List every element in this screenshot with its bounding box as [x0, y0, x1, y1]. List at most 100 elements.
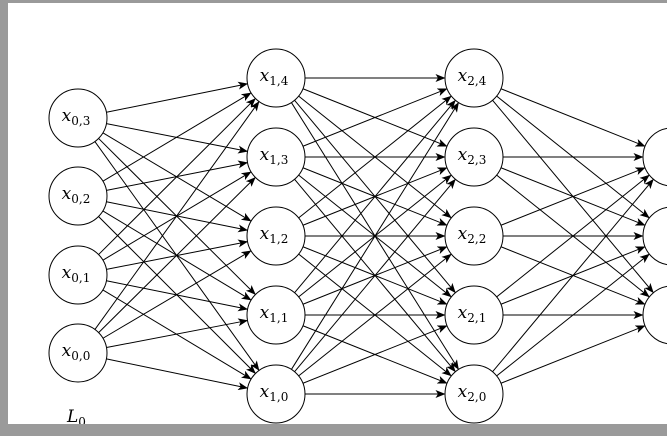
node-label-subscript: 2,4: [467, 74, 486, 88]
node-circle: [444, 364, 504, 424]
node-label: x0,2: [62, 184, 91, 206]
node-label-subscript: 0,1: [71, 271, 90, 285]
edge-l0-3-to-l1-2: [102, 250, 252, 339]
edge-l0-3-to-l1-0: [94, 101, 260, 330]
node-circle: [246, 206, 306, 266]
edge-l2-4-to-l3-1: [496, 253, 650, 377]
layer-label-subscript: 0: [78, 415, 86, 429]
node-label-base: x: [62, 106, 72, 126]
edge-l1-4-to-l2-2: [298, 253, 452, 377]
node-l0-2: x0,1: [48, 245, 108, 305]
node-circle: [246, 48, 306, 108]
edge-l1-4-to-l2-3: [302, 325, 448, 384]
node-label: x2,0: [458, 382, 487, 404]
edge-l1-1-to-l2-0: [302, 88, 448, 147]
node-label-base: x: [458, 145, 468, 165]
node-l3-1: [642, 206, 667, 266]
node-label: x1,0: [260, 382, 289, 404]
node-label: x2,1: [458, 303, 487, 325]
edge-l2-4-to-l3-2: [500, 325, 646, 384]
node-circle: [246, 127, 306, 187]
node-label: x1,2: [260, 224, 289, 246]
node-circle: [444, 206, 504, 266]
node-circle: [444, 285, 504, 345]
edge-group: [94, 74, 654, 398]
node-label-base: x: [260, 303, 270, 323]
edge-l0-3-to-l1-1: [98, 177, 256, 333]
node-l2-0: x2,4: [444, 48, 504, 108]
node-label: x1,4: [260, 66, 289, 88]
node-l0-3: x0,0: [48, 323, 108, 383]
node-l0-1: x0,2: [48, 166, 108, 226]
node-label-base: x: [458, 66, 468, 86]
node-label-base: x: [62, 184, 72, 204]
node-label-subscript: 0,0: [71, 349, 90, 363]
node-l3-2: [642, 285, 667, 345]
edge-l0-3-to-l1-3: [106, 318, 249, 349]
node-label-base: x: [458, 303, 468, 323]
node-l1-3: x1,1: [246, 285, 306, 345]
edge-l1-2-to-l2-0: [298, 95, 452, 219]
node-l1-2: x1,2: [246, 206, 306, 266]
edge-l0-0-to-l1-0: [106, 81, 249, 113]
node-label-base: x: [260, 145, 270, 165]
layer-label-base: L: [66, 407, 78, 427]
node-circle: [642, 206, 667, 266]
node-label-subscript: 1,1: [269, 311, 288, 325]
node-label-base: x: [458, 224, 468, 244]
node-l2-2: x2,2: [444, 206, 504, 266]
node-label-subscript: 2,3: [467, 153, 486, 167]
node-label-base: x: [458, 382, 468, 402]
node-label: x1,1: [260, 303, 289, 325]
node-label-subscript: 1,4: [269, 74, 288, 88]
node-circle: [48, 166, 108, 226]
node-label-base: x: [62, 341, 72, 361]
node-label: x2,2: [458, 224, 487, 246]
node-label-subscript: 1,2: [269, 232, 288, 246]
node-label-subscript: 1,0: [269, 390, 288, 404]
node-l3-0: [642, 127, 667, 187]
node-circle: [48, 323, 108, 383]
node-label-base: x: [62, 263, 72, 283]
node-label: x2,4: [458, 66, 487, 88]
node-label-subscript: 2,2: [467, 232, 486, 246]
edge-l1-4-to-l2-0: [290, 102, 459, 370]
node-circle: [642, 285, 667, 345]
node-label: x0,1: [62, 263, 91, 285]
layer-label: L0: [66, 407, 86, 429]
node-label-subscript: 2,0: [467, 390, 486, 404]
edge-l0-1-to-l1-0: [102, 92, 252, 182]
edge-l0-3-to-l1-4: [106, 358, 249, 391]
node-label: x2,3: [458, 145, 487, 167]
node-label-subscript: 2,1: [467, 311, 486, 325]
node-label-subscript: 0,3: [71, 114, 90, 128]
node-circle: [246, 285, 306, 345]
edge-l1-4-to-l2-1: [294, 178, 456, 373]
node-label-subscript: 1,3: [269, 153, 288, 167]
node-label-base: x: [260, 382, 270, 402]
node-l2-1: x2,3: [444, 127, 504, 187]
node-circle: [48, 245, 108, 305]
node-circle: [246, 364, 306, 424]
edge-l2-2-to-l3-0: [500, 167, 646, 226]
node-circle: [444, 48, 504, 108]
node-l2-3: x2,1: [444, 285, 504, 345]
node-label: x0,0: [62, 341, 91, 363]
node-label: x0,3: [62, 106, 91, 128]
node-circle: [642, 127, 667, 187]
node-label-base: x: [260, 66, 270, 86]
edge-l2-0-to-l3-0: [500, 88, 646, 147]
node-label-base: x: [260, 224, 270, 244]
node-circle: [48, 88, 108, 148]
node-group: x0,3x0,2x0,1x0,0x1,4x1,3x1,2x1,1x1,0x2,4…: [48, 48, 667, 424]
edge-l0-2-to-l1-0: [98, 98, 256, 255]
node-circle: [444, 127, 504, 187]
edge-l2-4-to-l3-0: [492, 178, 654, 373]
node-l0-0: x0,3: [48, 88, 108, 148]
edge-l1-3-to-l2-0: [294, 99, 456, 294]
node-label: x1,3: [260, 145, 289, 167]
node-l2-4: x2,0: [444, 364, 504, 424]
edge-l2-3-to-l3-0: [496, 174, 650, 298]
